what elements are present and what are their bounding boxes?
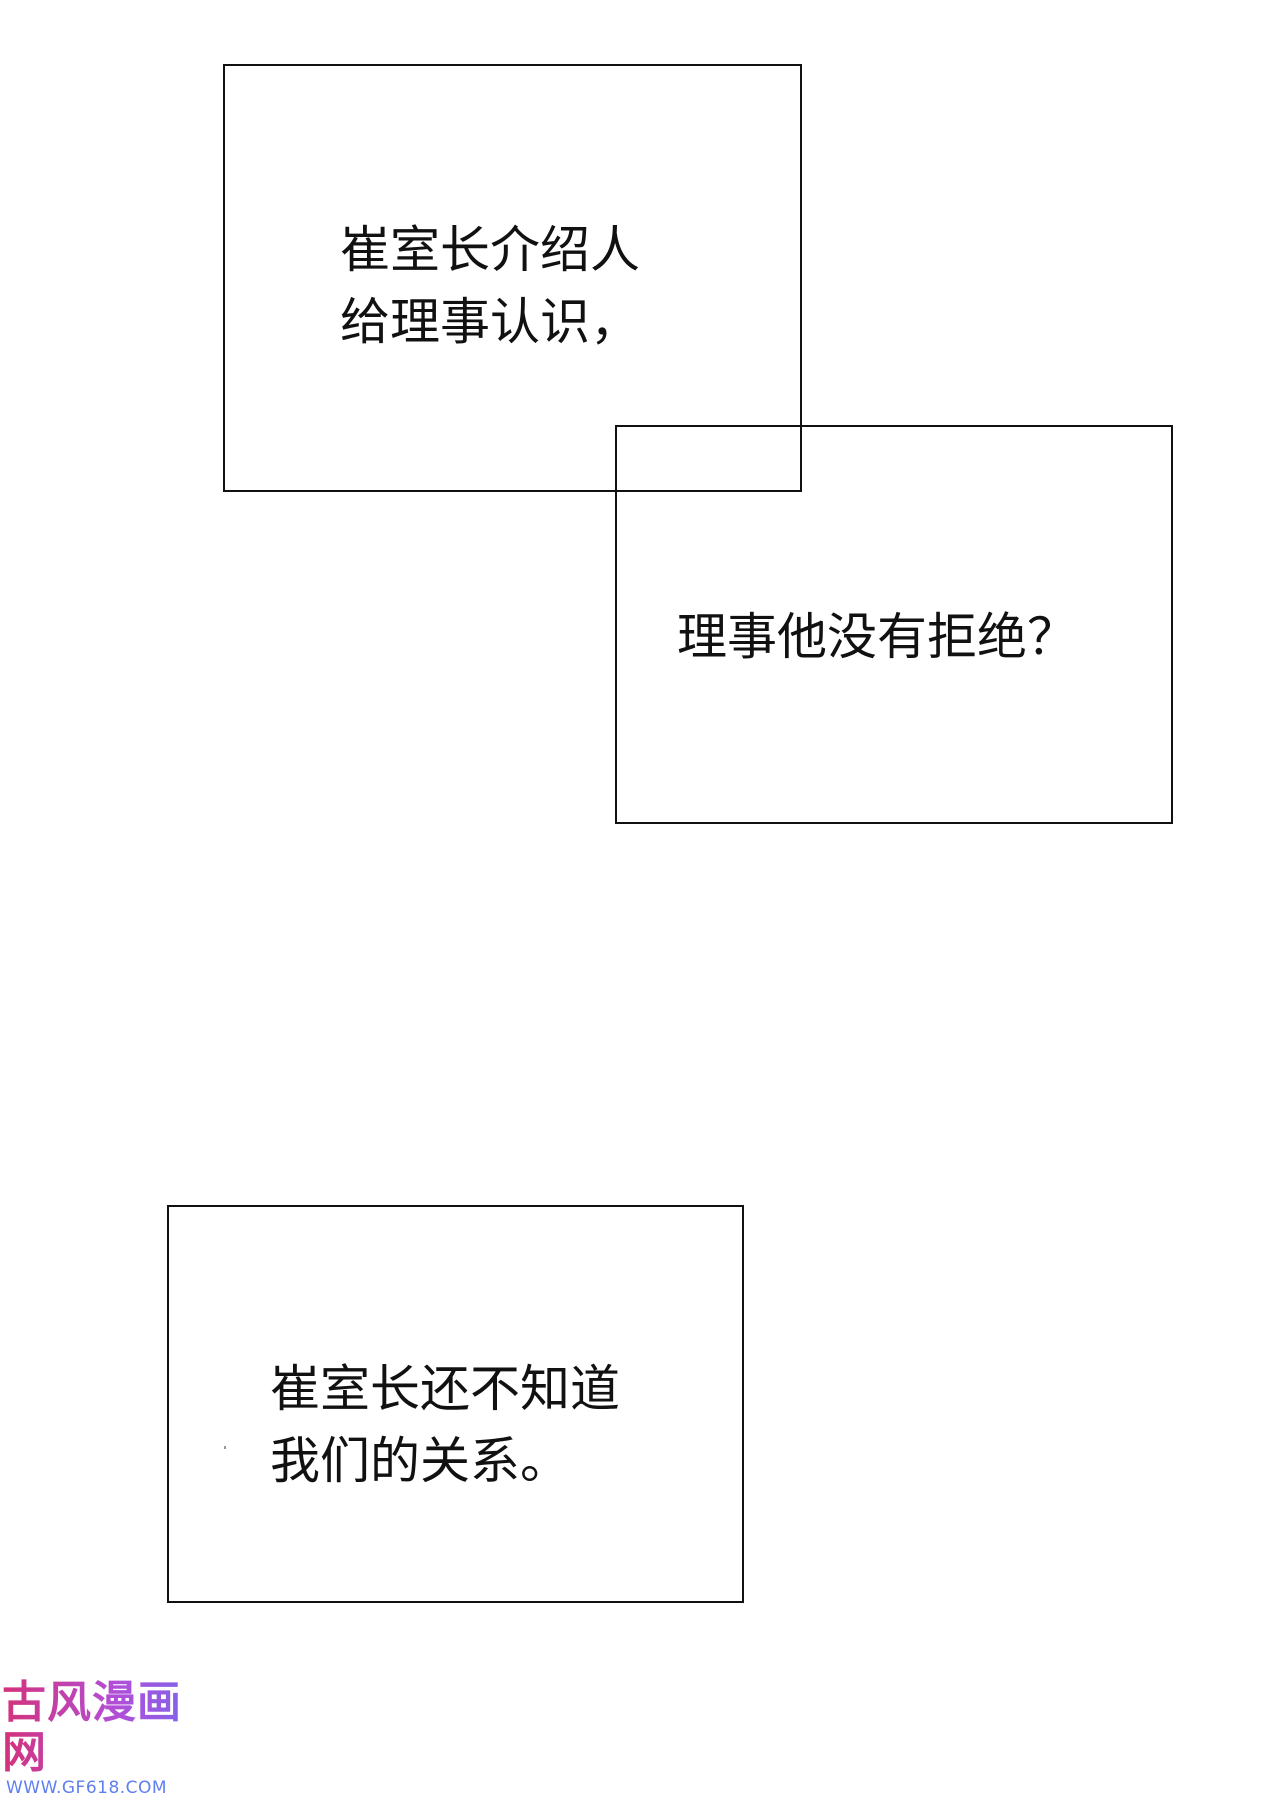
caption-text-3: 崔室长还不知道 我们的关系。 (270, 1353, 620, 1497)
caption-box-outline (223, 64, 1173, 824)
caption-text-2: 理事他没有拒绝？ (677, 601, 1077, 673)
site-watermark: 古风漫画网 WWW.GF618.COM (2, 1678, 212, 1798)
caption-box-bottom (167, 1205, 744, 1603)
staircase-caption-boxes (223, 64, 1173, 824)
caption-text-1: 崔室长介绍人 给理事认识， (340, 214, 640, 358)
caption-line: 崔室长还不知道 (270, 1360, 620, 1418)
caption-line: 理事他没有拒绝？ (677, 608, 1077, 666)
watermark-url: WWW.GF618.COM (6, 1778, 168, 1798)
caption-line: 给理事认识， (340, 293, 640, 351)
paper-speck (224, 1446, 226, 1449)
comic-page: 崔室长介绍人 给理事认识， 理事他没有拒绝？ 崔室长还不知道 我们的关系。 古风… (2, 64, 1173, 1798)
watermark-title: 古风漫画网 (2, 1678, 212, 1778)
caption-line: 我们的关系。 (270, 1432, 570, 1490)
caption-line: 崔室长介绍人 (340, 221, 640, 279)
